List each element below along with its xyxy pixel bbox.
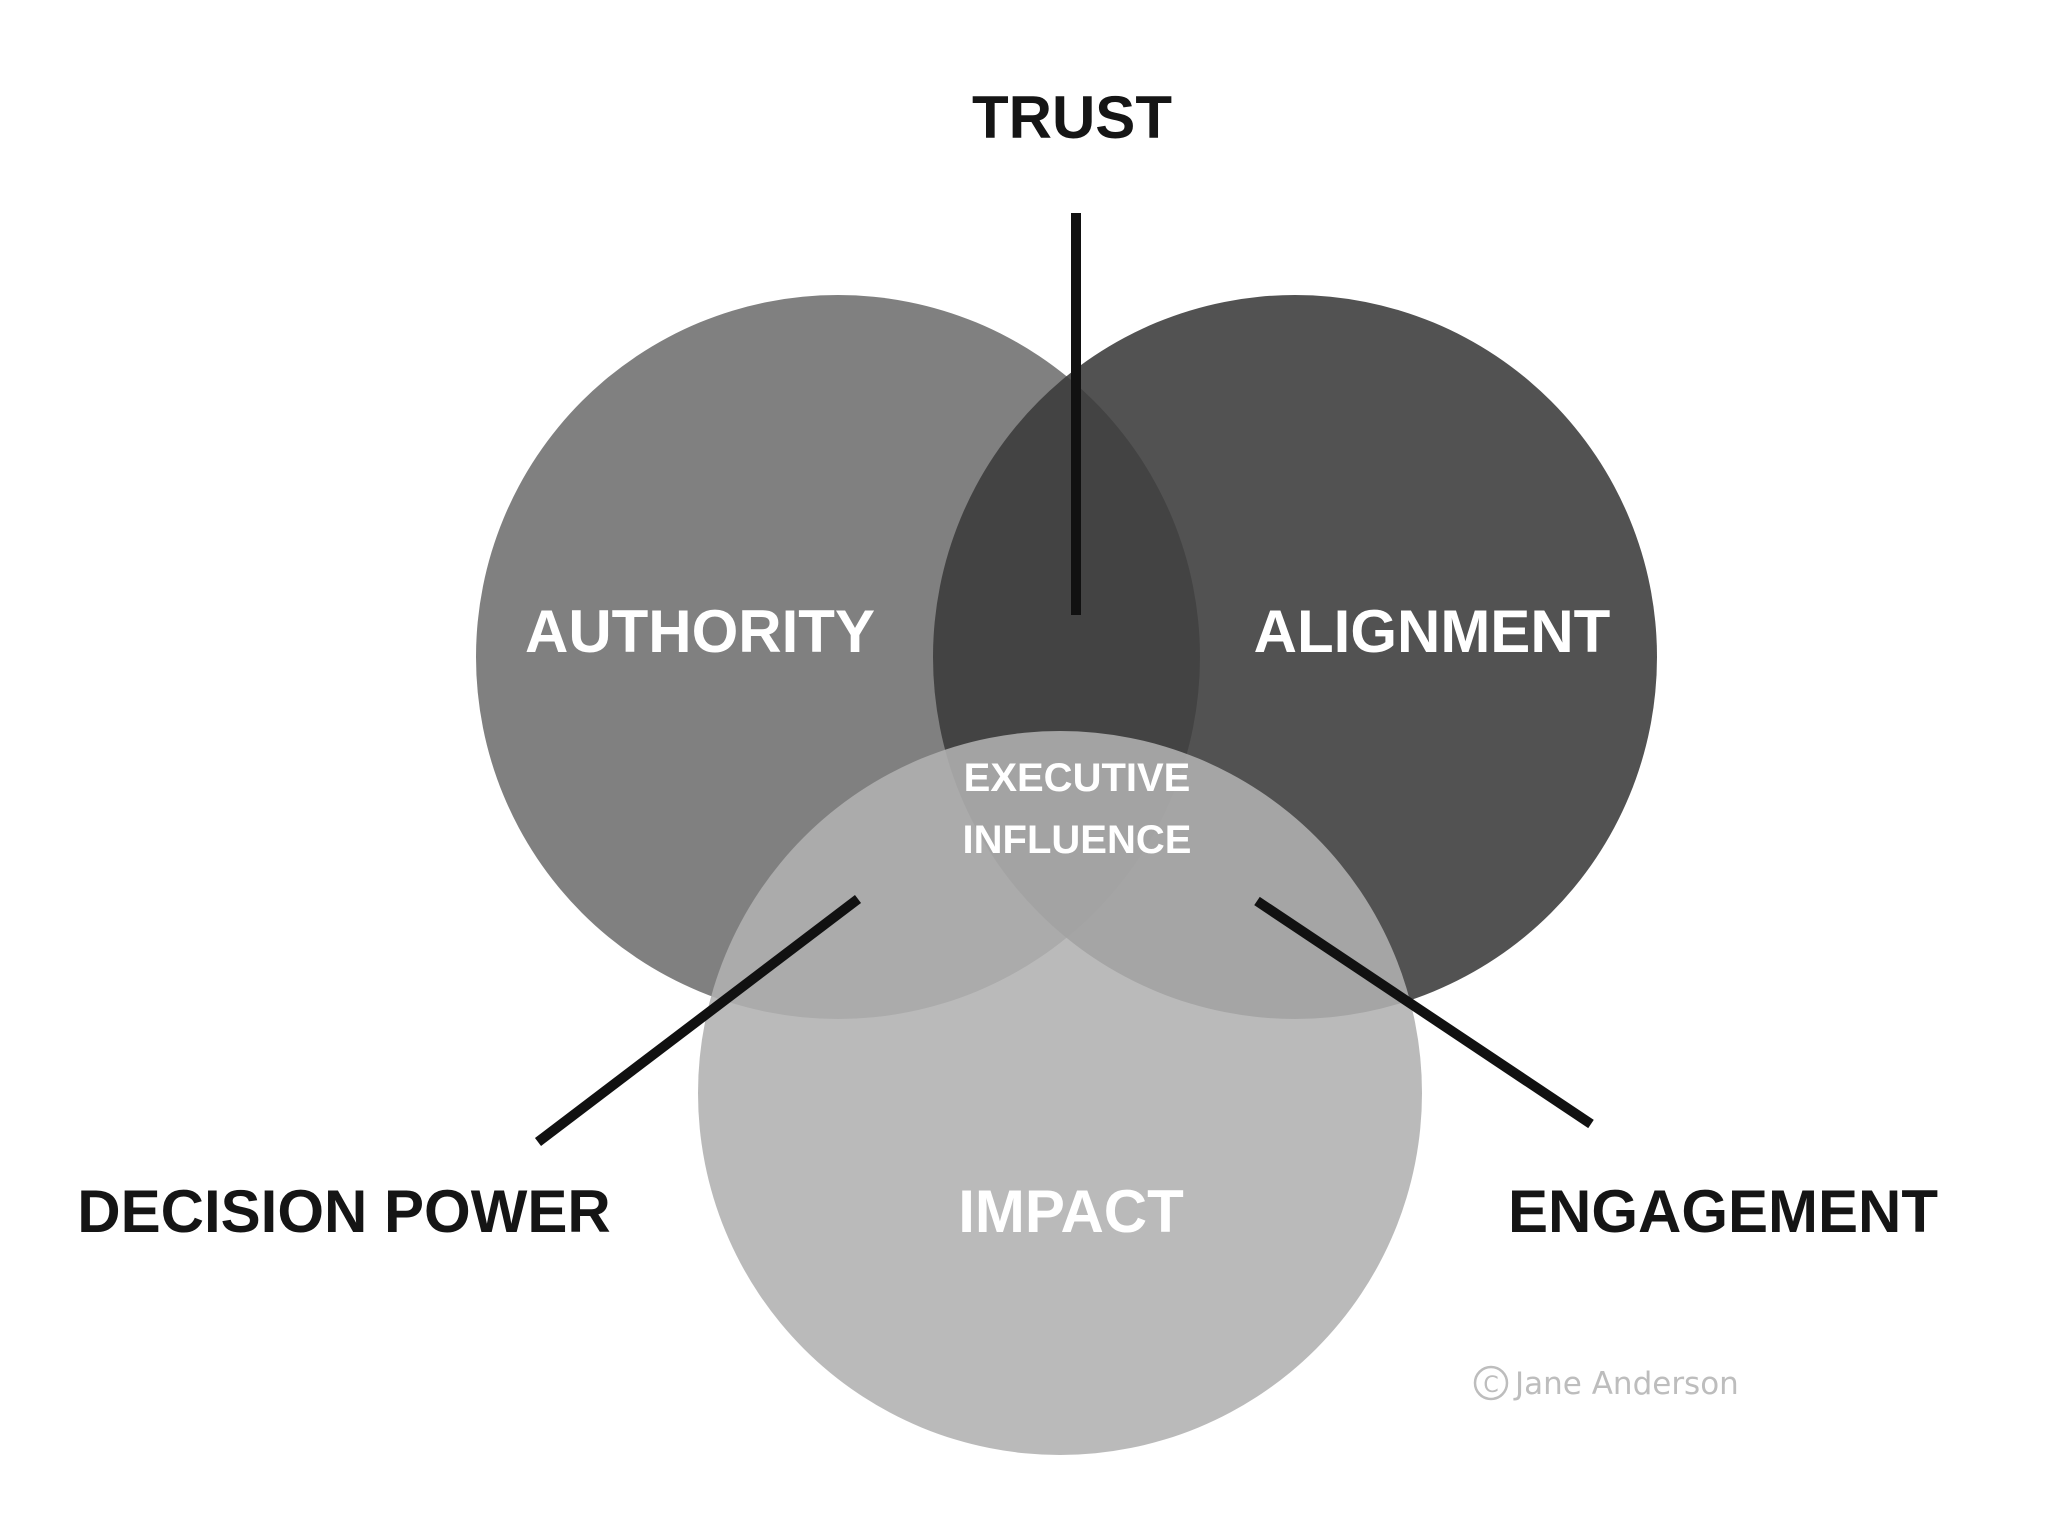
- center-label-line-2: INFLUENCE: [963, 818, 1192, 862]
- engagement-label: ENGAGEMENT: [1508, 1178, 1938, 1245]
- impact-label: IMPACT: [958, 1178, 1184, 1245]
- decision-power-connector-line: [534, 895, 862, 1146]
- alignment-label: ALIGNMENT: [1254, 598, 1611, 665]
- engagement-connector-line: [1254, 896, 1594, 1129]
- authority-label: AUTHORITY: [525, 598, 875, 665]
- copyright-credit: C Jane Anderson: [1473, 1365, 1739, 1402]
- trust-label-text: TRUST: [972, 84, 1172, 151]
- decision-power-label: DECISION POWER: [77, 1178, 610, 1245]
- credit-author: Jane Anderson: [1513, 1366, 1739, 1402]
- center-label-line-1: EXECUTIVE: [964, 756, 1191, 800]
- copyright-symbol: C: [1483, 1373, 1498, 1398]
- copyright-icon: [1473, 1365, 1509, 1401]
- impact-circle: [698, 731, 1422, 1455]
